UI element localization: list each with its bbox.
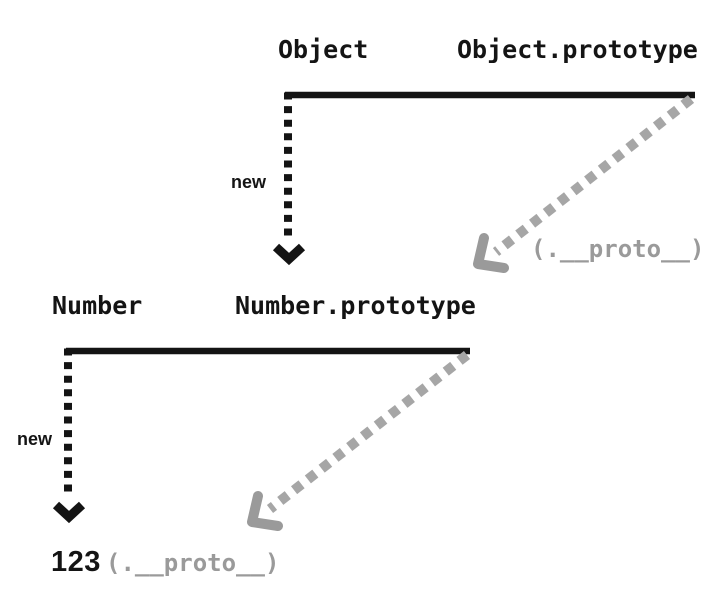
object-proto-label: (.__proto__) bbox=[531, 235, 705, 263]
object-constructor-label: Object bbox=[278, 35, 369, 64]
number-chain-graphics bbox=[52, 347, 471, 531]
object-proto-arrow-shaft bbox=[492, 95, 695, 256]
object-proto-arrowhead-icon bbox=[473, 233, 509, 273]
number-proto-arrow-shaft bbox=[266, 351, 471, 513]
number-constructor-label: Number bbox=[52, 291, 143, 320]
instance-value-label: 123 bbox=[51, 546, 101, 578]
object-new-arrowhead-icon bbox=[272, 243, 306, 266]
object-prototype-label: Object.prototype bbox=[457, 35, 698, 64]
instance-proto-label: (.__proto__) bbox=[106, 549, 280, 577]
number-prototype-label: Number.prototype bbox=[235, 291, 476, 320]
object-new-label: new bbox=[230, 172, 266, 192]
object-chain-graphics bbox=[272, 91, 695, 273]
number-new-label: new bbox=[16, 429, 52, 449]
number-proto-arrowhead-icon bbox=[247, 491, 283, 531]
number-new-arrowhead-icon bbox=[52, 501, 86, 524]
